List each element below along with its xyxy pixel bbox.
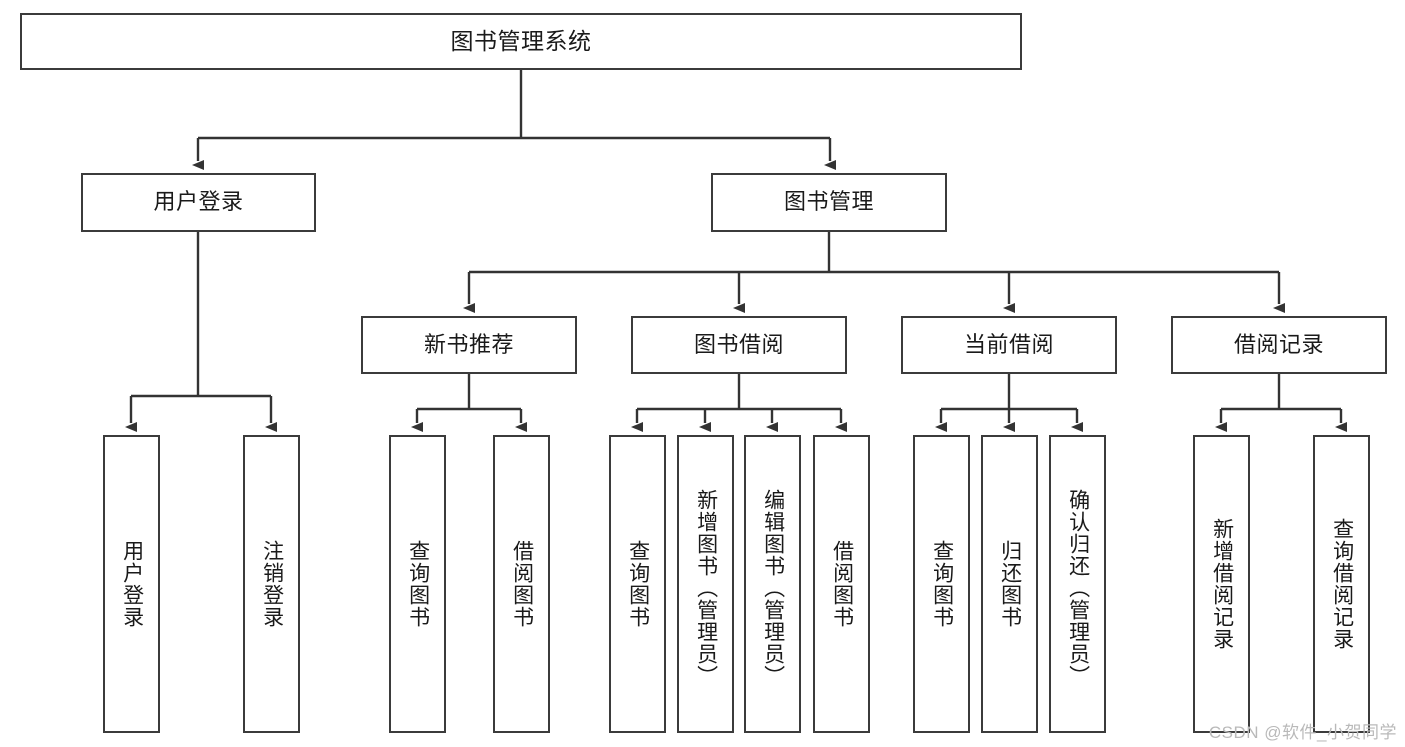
node-leaf-add-book[interactable]: 新增图书（管理员） [677, 435, 734, 733]
node-leaf-query-book-2-label: 查询图书 [626, 540, 650, 628]
node-leaf-confirm-return[interactable]: 确认归还（管理员） [1049, 435, 1106, 733]
node-leaf-borrow-book-2-label: 借阅图书 [830, 540, 854, 628]
node-leaf-user-login-label: 用户登录 [120, 540, 144, 628]
node-leaf-confirm-return-label: 确认归还（管理员） [1066, 489, 1090, 687]
node-user-login[interactable]: 用户登录 [81, 173, 316, 232]
node-new-book-recommend[interactable]: 新书推荐 [361, 316, 577, 374]
node-book-borrow-label: 图书借阅 [693, 331, 784, 357]
node-leaf-query-book-3[interactable]: 查询图书 [913, 435, 970, 733]
node-leaf-return-book-label: 归还图书 [998, 540, 1022, 628]
node-leaf-edit-book[interactable]: 编辑图书（管理员） [744, 435, 801, 733]
node-current-borrow[interactable]: 当前借阅 [901, 316, 1117, 374]
node-leaf-query-book-1[interactable]: 查询图书 [389, 435, 446, 733]
node-leaf-query-book-1-label: 查询图书 [406, 540, 430, 628]
node-leaf-borrow-book-1-label: 借阅图书 [510, 540, 534, 628]
node-root[interactable]: 图书管理系统 [20, 13, 1022, 70]
node-leaf-edit-book-label: 编辑图书（管理员） [761, 489, 785, 687]
node-book-borrow[interactable]: 图书借阅 [631, 316, 847, 374]
node-leaf-add-book-label: 新增图书（管理员） [694, 489, 718, 687]
node-leaf-borrow-book-1[interactable]: 借阅图书 [493, 435, 550, 733]
node-root-label: 图书管理系统 [450, 27, 592, 54]
node-book-manage[interactable]: 图书管理 [711, 173, 947, 232]
node-leaf-return-book[interactable]: 归还图书 [981, 435, 1038, 733]
node-borrow-record-label: 借阅记录 [1233, 331, 1324, 357]
node-leaf-user-logout[interactable]: 注销登录 [243, 435, 300, 733]
node-borrow-record[interactable]: 借阅记录 [1171, 316, 1387, 374]
node-new-book-recommend-label: 新书推荐 [423, 331, 514, 357]
node-book-manage-label: 图书管理 [783, 189, 874, 215]
node-leaf-borrow-book-2[interactable]: 借阅图书 [813, 435, 870, 733]
node-user-login-label: 用户登录 [153, 189, 244, 215]
node-leaf-user-login[interactable]: 用户登录 [103, 435, 160, 733]
node-leaf-query-book-2[interactable]: 查询图书 [609, 435, 666, 733]
node-leaf-query-book-3-label: 查询图书 [930, 540, 954, 628]
node-leaf-add-record-label: 新增借阅记录 [1210, 518, 1234, 650]
watermark-label: CSDN @软件_小贺同学 [1208, 723, 1397, 742]
node-leaf-query-record[interactable]: 查询借阅记录 [1313, 435, 1370, 733]
node-leaf-query-record-label: 查询借阅记录 [1330, 518, 1354, 650]
node-leaf-user-logout-label: 注销登录 [260, 540, 284, 628]
node-current-borrow-label: 当前借阅 [963, 331, 1054, 357]
node-leaf-add-record[interactable]: 新增借阅记录 [1193, 435, 1250, 733]
